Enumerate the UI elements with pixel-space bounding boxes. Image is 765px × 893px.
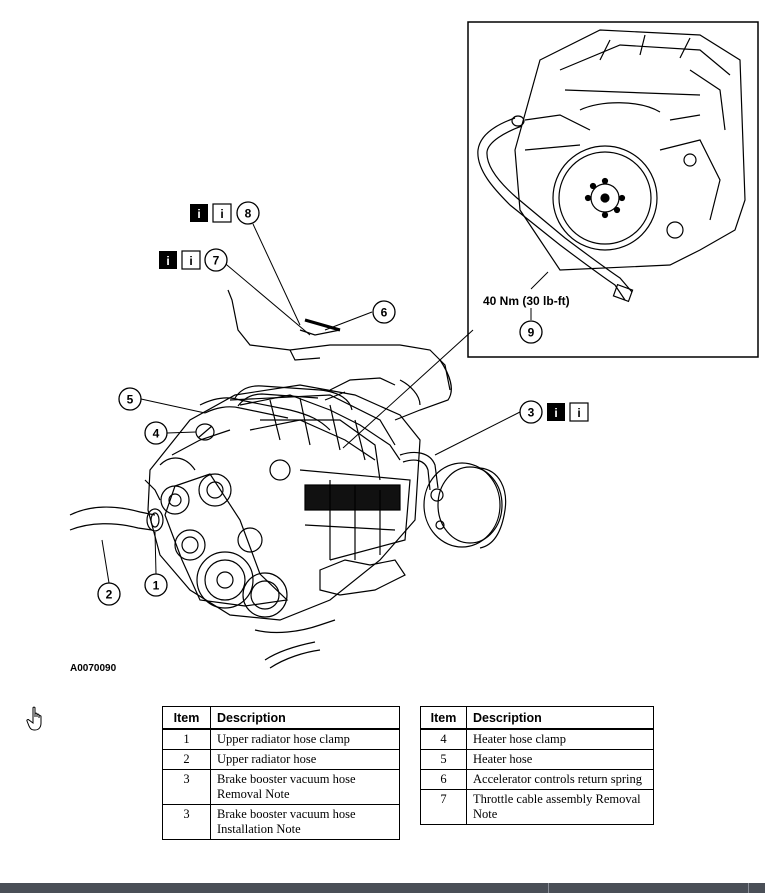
svg-text:i: i bbox=[166, 254, 169, 268]
callout-2: 2 bbox=[97, 582, 121, 606]
svg-text:i: i bbox=[554, 406, 557, 420]
item-description: Upper radiator hose clamp bbox=[210, 728, 400, 750]
item-description: Accelerator controls return spring bbox=[466, 769, 654, 790]
table-row: 5 Heater hose bbox=[420, 749, 654, 770]
callout-5: 5 bbox=[118, 387, 142, 411]
column-header-item: Item bbox=[162, 706, 211, 730]
item-number: 3 bbox=[162, 804, 211, 840]
item-number: 2 bbox=[162, 749, 211, 770]
item-description: Brake booster vacuum hose Removal Note bbox=[210, 769, 400, 805]
svg-text:1: 1 bbox=[153, 579, 160, 593]
svg-text:i: i bbox=[197, 207, 200, 221]
callout-9: 9 bbox=[519, 320, 543, 344]
callout-7: i i 7 bbox=[159, 248, 228, 272]
svg-text:i: i bbox=[220, 207, 223, 221]
toolbar-divider bbox=[748, 883, 749, 893]
item-number: 5 bbox=[420, 749, 467, 770]
torque-spec: 40 Nm (30 lb-ft) bbox=[483, 294, 570, 308]
hand-pointer-icon bbox=[26, 706, 42, 731]
leader-lines bbox=[101, 223, 521, 584]
items-table-left: Item Description 1 Upper radiator hose c… bbox=[162, 706, 400, 840]
callout-4: 4 bbox=[144, 421, 168, 445]
table-row: 1 Upper radiator hose clamp bbox=[162, 728, 400, 750]
svg-text:i: i bbox=[577, 406, 580, 420]
toolbar-divider bbox=[548, 883, 549, 893]
table-row: 6 Accelerator controls return spring bbox=[420, 769, 654, 790]
callout-1: 1 bbox=[144, 573, 168, 597]
column-header-description: Description bbox=[466, 706, 654, 730]
item-description: Upper radiator hose bbox=[210, 749, 400, 770]
item-description: Throttle cable assembly Removal Note bbox=[466, 789, 654, 825]
svg-text:4: 4 bbox=[153, 427, 160, 441]
table-header-row: Item Description bbox=[162, 706, 400, 730]
item-number: 3 bbox=[162, 769, 211, 805]
engine-exploded-diagram: 40 Nm (30 lb-ft) 9 bbox=[69, 21, 759, 669]
svg-text:3: 3 bbox=[528, 406, 535, 420]
figure-id: A0070090 bbox=[70, 663, 117, 674]
table-row: 7 Throttle cable assembly Removal Note bbox=[420, 789, 654, 825]
table-row: 3 Brake booster vacuum hose Installation… bbox=[162, 804, 400, 840]
callout-8: i i 8 bbox=[190, 201, 260, 225]
bottom-toolbar bbox=[0, 883, 765, 893]
inset-detail: 40 Nm (30 lb-ft) 9 bbox=[467, 21, 759, 358]
engine-main-view bbox=[69, 289, 507, 669]
table-row: 2 Upper radiator hose bbox=[162, 749, 400, 770]
svg-text:i: i bbox=[189, 254, 192, 268]
table-header-row: Item Description bbox=[420, 706, 654, 730]
svg-text:2: 2 bbox=[106, 588, 113, 602]
table-row: 4 Heater hose clamp bbox=[420, 728, 654, 750]
svg-text:9: 9 bbox=[528, 326, 535, 340]
item-number: 6 bbox=[420, 769, 467, 790]
item-number: 4 bbox=[420, 728, 467, 750]
callout-3: 3 i i bbox=[519, 400, 589, 424]
item-number: 1 bbox=[162, 728, 211, 750]
table-row: 3 Brake booster vacuum hose Removal Note bbox=[162, 769, 400, 805]
svg-text:5: 5 bbox=[127, 393, 134, 407]
items-table-right: Item Description 4 Heater hose clamp 5 H… bbox=[420, 706, 654, 825]
column-header-item: Item bbox=[420, 706, 467, 730]
item-description: Heater hose bbox=[466, 749, 654, 770]
column-header-description: Description bbox=[210, 706, 400, 730]
svg-text:6: 6 bbox=[381, 306, 388, 320]
item-description: Heater hose clamp bbox=[466, 728, 654, 750]
svg-text:7: 7 bbox=[213, 254, 220, 268]
item-description: Brake booster vacuum hose Installation N… bbox=[210, 804, 400, 840]
item-number: 7 bbox=[420, 789, 467, 825]
callout-6: 6 bbox=[372, 300, 396, 324]
svg-text:8: 8 bbox=[245, 207, 252, 221]
